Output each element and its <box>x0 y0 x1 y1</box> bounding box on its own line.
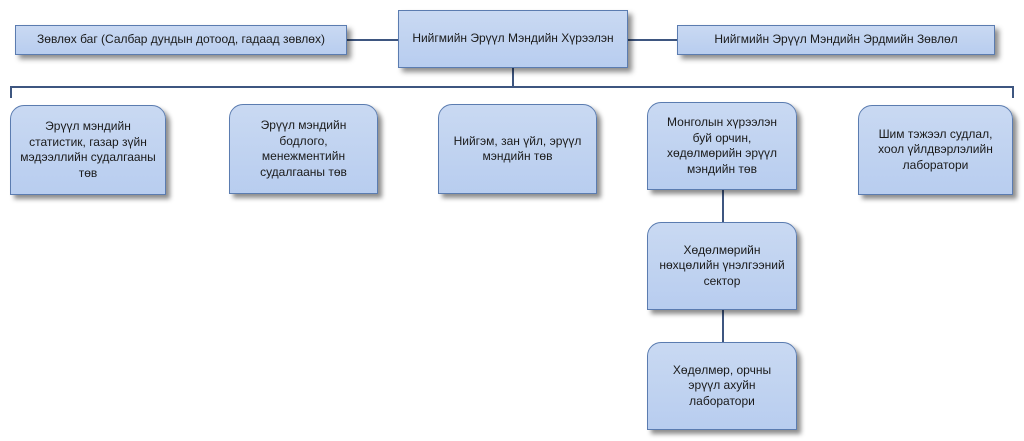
unit-box-policy: Эрүүл мэндийн бодлого, менежментийн суда… <box>229 104 378 194</box>
unit-box-nutrition: Шим тэжээл судлал, хоол үйлдвэрлэлийн ла… <box>858 105 1013 195</box>
sub-unit-box-laboratory: Хөдөлмөр, орчны эрүүл ахуйн лаборатори <box>647 342 797 430</box>
connector <box>722 310 724 342</box>
connector <box>512 68 514 87</box>
connector <box>1012 86 1014 98</box>
scientific-council-box: Нийгмийн Эрүүл Мэндийн Эрдмийн Зөвлөл <box>677 25 995 55</box>
unit-box-statistics: Эрүүл мэндийн статистик, газар зүйн мэдэ… <box>10 105 166 195</box>
connector <box>347 39 398 41</box>
connector <box>10 86 12 98</box>
connector <box>10 86 1013 88</box>
connector <box>628 39 677 41</box>
institute-box: Нийгмийн Эрүүл Мэндийн Хүрээлэн <box>398 10 628 68</box>
sub-unit-box-assessment: Хөдөлмөрийн нөхцөлийн үнэлгээний сектор <box>647 222 797 310</box>
advisory-team-box: Зөвлөх баг (Салбар дундын дотоод, гадаад… <box>15 25 347 55</box>
unit-box-environment: Монголын хүрээлэн буй орчин, хөдөлмөрийн… <box>647 102 797 190</box>
connector <box>722 190 724 222</box>
unit-box-social: Нийгэм, зан үйл, эрүүл мэндийн төв <box>438 104 597 194</box>
